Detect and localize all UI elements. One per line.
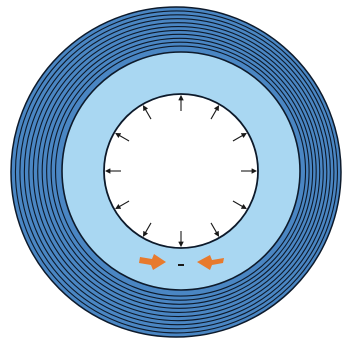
gap-dash — [178, 264, 184, 266]
core — [104, 94, 258, 248]
